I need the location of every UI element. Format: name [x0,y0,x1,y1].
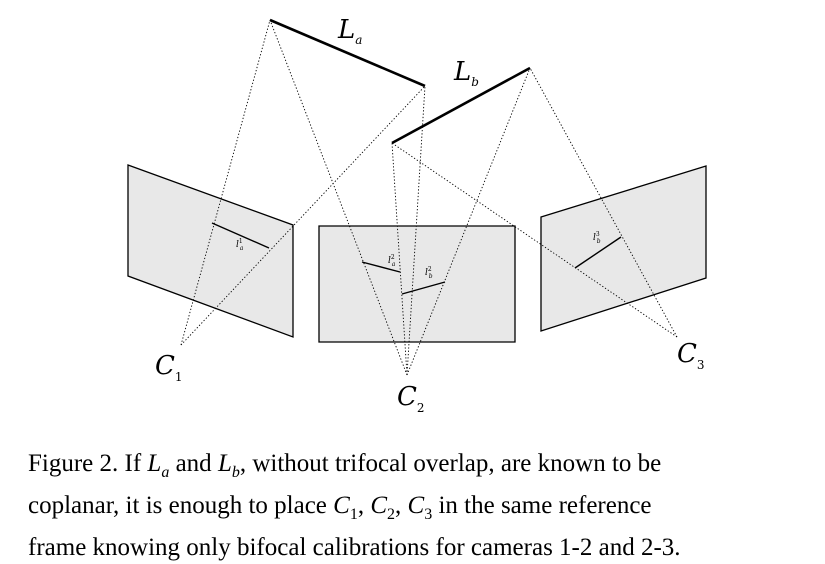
label-C2: C2 [397,382,425,415]
image-plane-2 [318,225,516,343]
image-plane-3 [540,165,707,332]
caption-line-1: Figure 2. If La and Lb, without trifocal… [28,450,662,481]
projection-lb-3 [574,236,622,269]
figure-caption: Figure 2. If La and Lb, without trifocal… [28,447,818,564]
label-C1: C1 [155,351,183,384]
label-C3: C3 [677,339,705,372]
caption-line-3: frame knowing only bifocal calibrations … [28,534,681,561]
projection-rays [180,19,678,376]
label-La: La [337,15,362,47]
caption-line-2: coplanar, it is enough to place C1, C2, … [28,492,652,523]
projection-la-2 [361,261,401,273]
image-plane-1 [127,164,294,338]
line-La [269,18,426,88]
line-Lb [391,66,531,145]
label-Lb: Lb [453,57,479,89]
projection-lb-2 [401,281,446,295]
projection-la-1 [211,222,270,249]
